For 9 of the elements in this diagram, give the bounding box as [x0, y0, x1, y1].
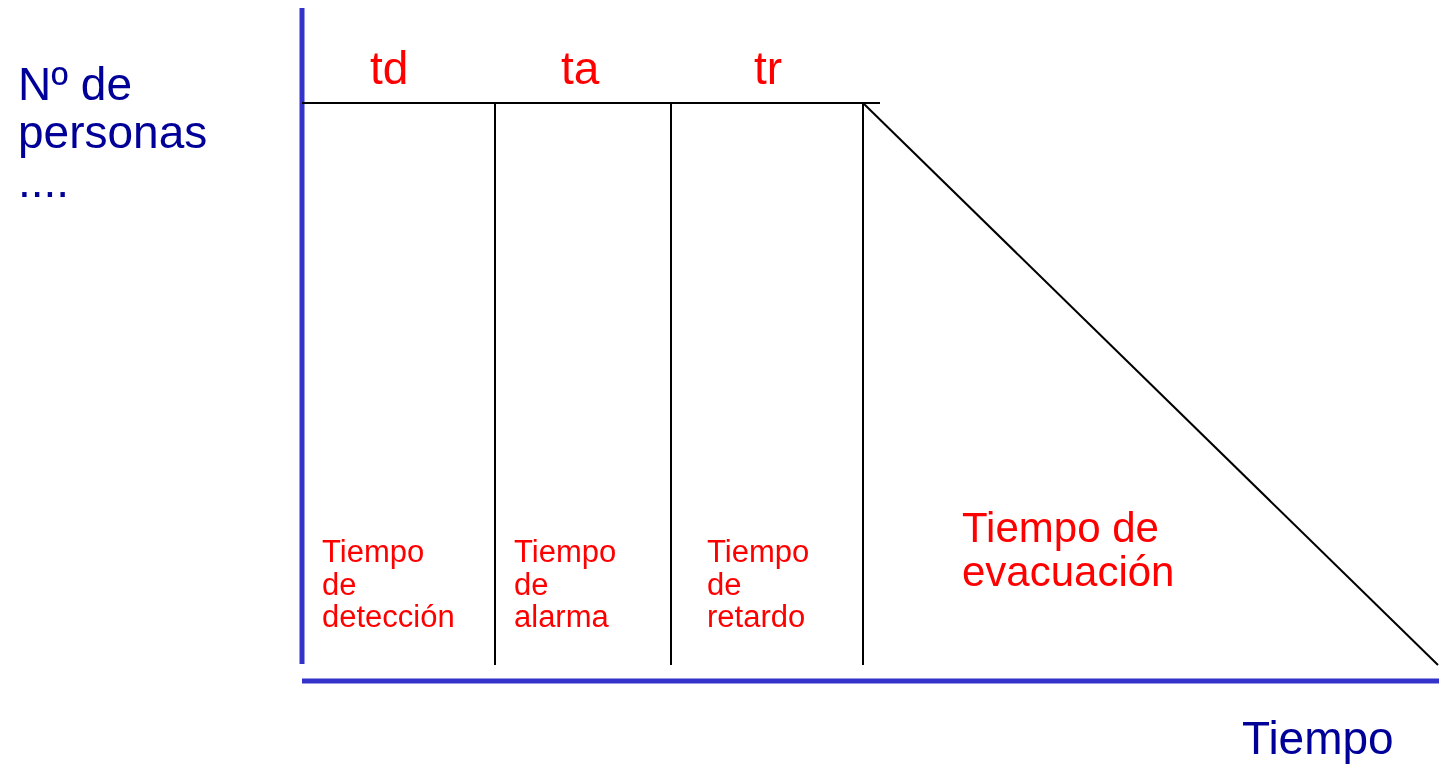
axis-label: Nº de personas ....: [18, 60, 209, 205]
interval-description: Tiempo de retardo: [707, 536, 810, 634]
interval-label: ta: [561, 44, 600, 93]
interval-label: tr: [754, 44, 783, 93]
interval-label: td: [370, 44, 409, 93]
interval-description: Tiempo de detección: [322, 536, 455, 634]
interval-description: Tiempo de alarma: [514, 536, 617, 634]
axis-label: Tiempo: [1242, 714, 1394, 763]
interval-description: Tiempo de evacuación: [962, 506, 1176, 595]
